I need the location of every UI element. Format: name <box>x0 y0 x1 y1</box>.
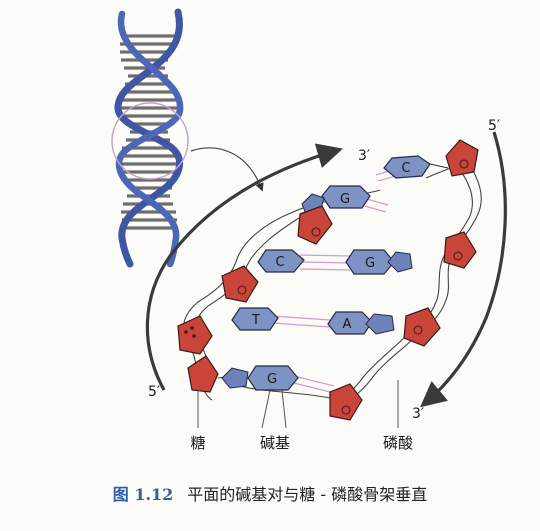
base-t-label: T <box>251 313 260 328</box>
ring-details <box>237 159 469 415</box>
callout-leaders <box>197 380 399 429</box>
callout-phosphate: 磷酸 <box>383 434 413 452</box>
strand-direction-arrow-left <box>145 143 343 391</box>
base-pair-3: C G <box>257 249 413 275</box>
base-c <box>257 249 305 273</box>
sugar-ring <box>403 307 441 347</box>
callout-sugar: 糖 <box>190 434 205 452</box>
sugar-ring <box>443 231 477 269</box>
callout-base: 碱基 <box>260 434 290 452</box>
dna-backbone-diagram: C G C G T A G <box>111 8 507 452</box>
end-label-5prime-bottom: 5′ <box>148 384 160 400</box>
base-g <box>321 185 371 209</box>
base-a-label: A <box>343 317 352 332</box>
strand-direction-arrow-right <box>420 131 507 408</box>
sugar-ring <box>329 383 363 421</box>
base-c-label: C <box>401 161 410 176</box>
base-t <box>231 307 279 331</box>
sugar-ring <box>187 355 219 393</box>
figure-caption-text: 平面的碱基对与糖 - 磷酸骨架垂直 <box>187 485 428 504</box>
sugar-rings <box>177 139 479 421</box>
base-pair-1: C <box>383 155 449 179</box>
end-label-3prime-top: 3′ <box>358 148 370 164</box>
phosphate-dots <box>184 326 196 338</box>
base-g-label: G <box>365 256 375 271</box>
sugar-ring <box>221 265 259 303</box>
figure-number: 图 1.12 <box>112 485 174 504</box>
zoom-arrow <box>190 147 264 192</box>
double-helix-icon <box>111 8 189 268</box>
end-label-5prime-top: 5′ <box>488 118 500 134</box>
base-g-label: G <box>340 192 350 207</box>
end-label-3prime-bottom: 3′ <box>412 406 424 422</box>
base-pair-5: G <box>221 365 299 391</box>
figure-caption: 图 1.12 平面的碱基对与糖 - 磷酸骨架垂直 <box>0 481 540 505</box>
base-pair-4: T A <box>231 307 395 335</box>
sugar-ring <box>445 139 479 177</box>
base-g-label: G <box>267 372 277 387</box>
base-g <box>247 365 299 391</box>
sugar-ring <box>297 205 333 245</box>
base-c-label: C <box>275 255 284 270</box>
